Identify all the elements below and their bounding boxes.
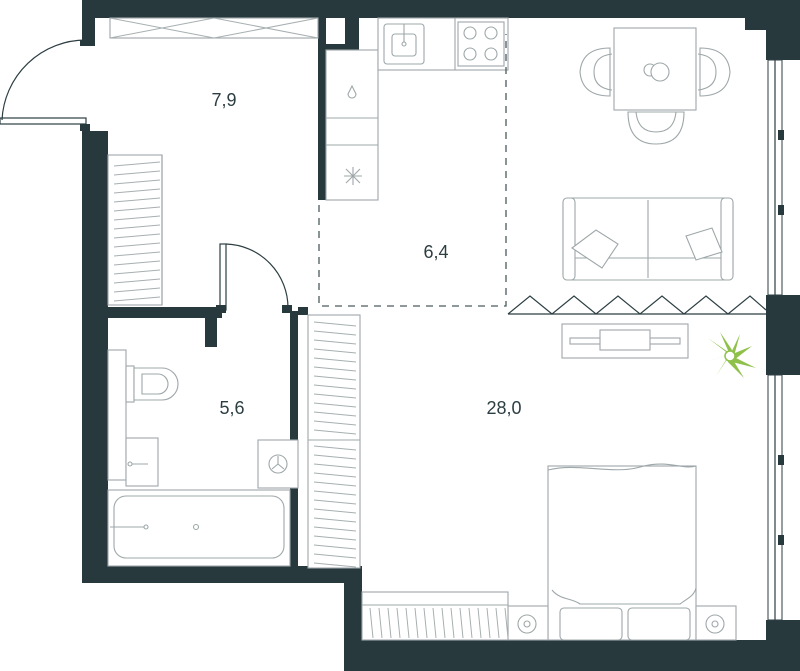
fan-icon: [344, 167, 362, 185]
stove-icon: [457, 21, 505, 67]
tv-stand: [561, 323, 689, 359]
walls: [82, 0, 800, 671]
washing-machine-icon: [257, 439, 299, 489]
kitchen-area-label: 6,4: [423, 242, 448, 262]
nightstand-right: [695, 605, 737, 641]
nightstand-left: [507, 605, 549, 641]
zigzag-shelf: [507, 295, 767, 315]
bathroom-counter: [107, 349, 127, 481]
sink-icon: [383, 23, 425, 65]
living-wardrobe: [307, 314, 361, 569]
bathroom-door: [216, 243, 292, 313]
windows: [767, 59, 784, 621]
bathroom-area-label: 5,6: [219, 398, 244, 418]
bottom-shelf: [361, 591, 509, 641]
bathtub-icon: [107, 489, 291, 567]
sofa: [562, 197, 734, 281]
hall-area-label: 7,9: [211, 90, 236, 110]
plant-icon: [704, 332, 756, 378]
kettle-icon: [347, 84, 357, 99]
sink-icon: [125, 437, 159, 487]
hall-top-shelf: [109, 17, 319, 39]
hall-wardrobe: [107, 154, 163, 306]
bed: [547, 463, 697, 641]
dining-set: [579, 27, 731, 145]
entry-door: [0, 39, 90, 131]
toilet-icon: [125, 365, 179, 403]
living-area-label: 28,0: [486, 398, 521, 418]
